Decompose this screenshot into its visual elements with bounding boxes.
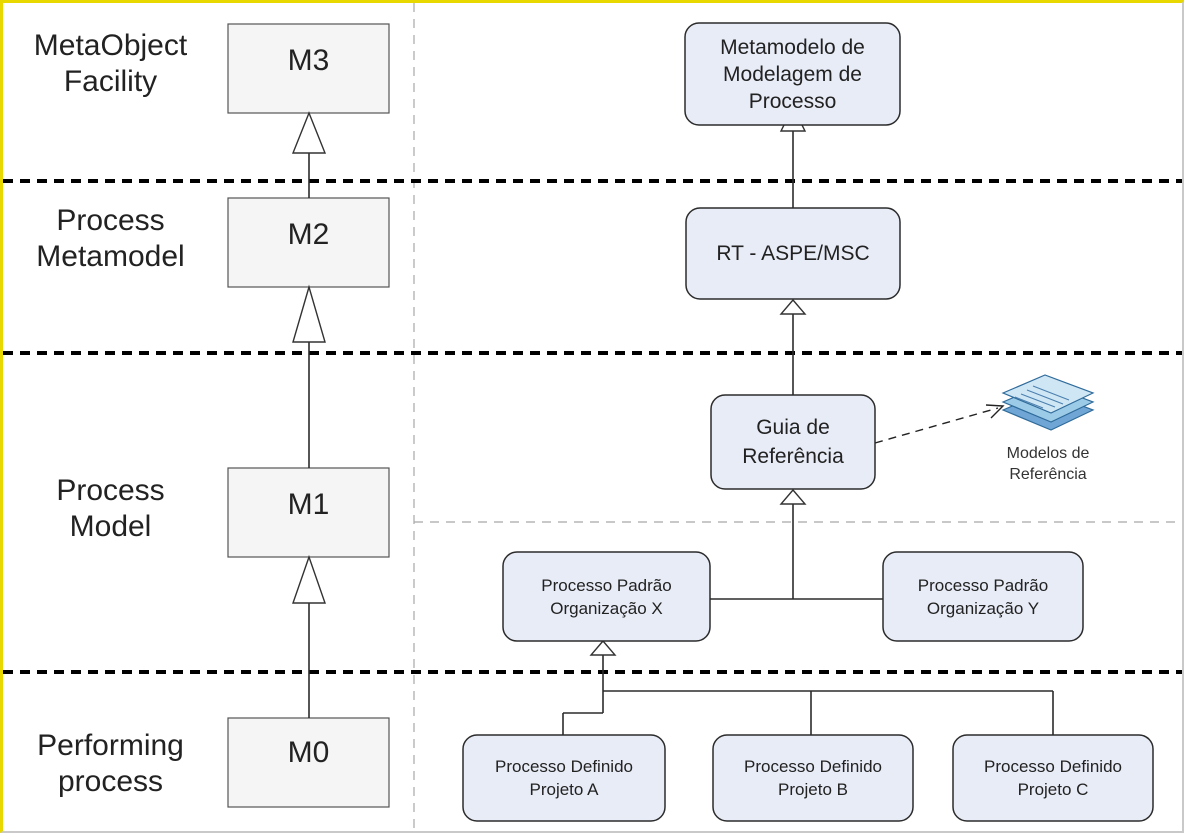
level-label-m0: Performing process bbox=[37, 729, 184, 798]
m2-box bbox=[227, 197, 390, 288]
reference-dependency-arrow bbox=[874, 404, 1005, 444]
projeto-c-label: Processo Definido Projeto C bbox=[984, 757, 1122, 799]
organizacao-y-node bbox=[882, 551, 1084, 642]
right-connectors bbox=[562, 131, 1054, 735]
modelos-de-referencia-label: Modelos de Referência bbox=[1006, 445, 1090, 483]
m2-box-label: M2 bbox=[287, 218, 330, 251]
rt-aspe-msc-node bbox=[685, 207, 901, 300]
level-label-m2: Process Metamodel bbox=[36, 204, 185, 273]
diagram-graphics bbox=[3, 3, 1182, 831]
projeto-b-node bbox=[712, 734, 914, 822]
projeto-a-node bbox=[462, 734, 666, 822]
document-stack-icon bbox=[1001, 374, 1095, 431]
organizacao-x-label: Processo Padrão Organização X bbox=[541, 575, 672, 618]
guia-de-referencia-node bbox=[710, 394, 876, 490]
organizacao-y-label: Processo Padrão Organização Y bbox=[917, 575, 1049, 618]
projeto-b-label: Processo Definido Projeto B bbox=[744, 757, 882, 799]
m3-box bbox=[227, 23, 390, 114]
metamodelo-node bbox=[684, 22, 901, 126]
m0-box bbox=[227, 717, 390, 808]
m3-box-label: M3 bbox=[287, 44, 330, 77]
level-label-m1: Process Model bbox=[56, 474, 165, 543]
projeto-c-node bbox=[952, 734, 1154, 822]
left-generalization-arrows bbox=[291, 111, 327, 604]
projeto-a-label: Processo Definido Projeto A bbox=[495, 757, 633, 799]
rt-aspe-msc-label: RT - ASPE/MSC bbox=[716, 242, 870, 265]
metamodelo-label: Metamodelo de Modelagem de Processo bbox=[720, 35, 865, 113]
m1-box bbox=[227, 467, 390, 558]
organizacao-x-node bbox=[502, 551, 711, 642]
m1-box-label: M1 bbox=[287, 488, 330, 521]
m0-box-label: M0 bbox=[287, 736, 330, 769]
level-label-m3: MetaObject Facility bbox=[33, 29, 188, 98]
guia-de-referencia-label: Guia de Referência bbox=[742, 416, 844, 468]
